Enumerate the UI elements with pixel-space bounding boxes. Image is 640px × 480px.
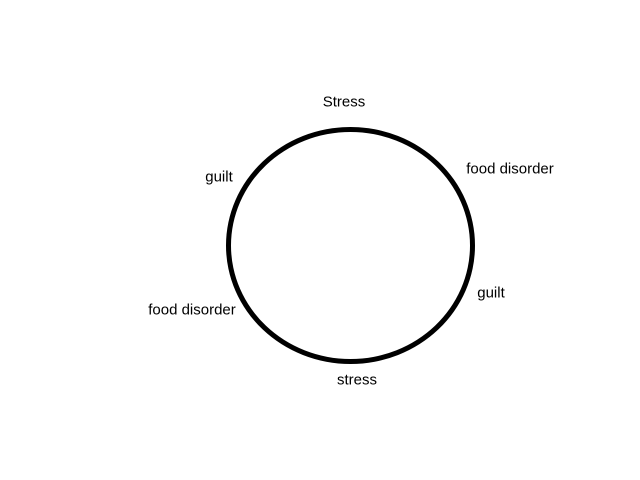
label-food-disorder-lower-left: food disorder bbox=[148, 301, 236, 319]
label-guilt-upper-left: guilt bbox=[205, 168, 233, 186]
label-stress-top: Stress bbox=[322, 93, 366, 111]
label-stress-bottom: stress bbox=[336, 371, 378, 389]
label-guilt-right: guilt bbox=[477, 284, 505, 302]
cycle-circle bbox=[226, 127, 475, 364]
label-food-disorder-upper-right: food disorder bbox=[466, 160, 554, 178]
